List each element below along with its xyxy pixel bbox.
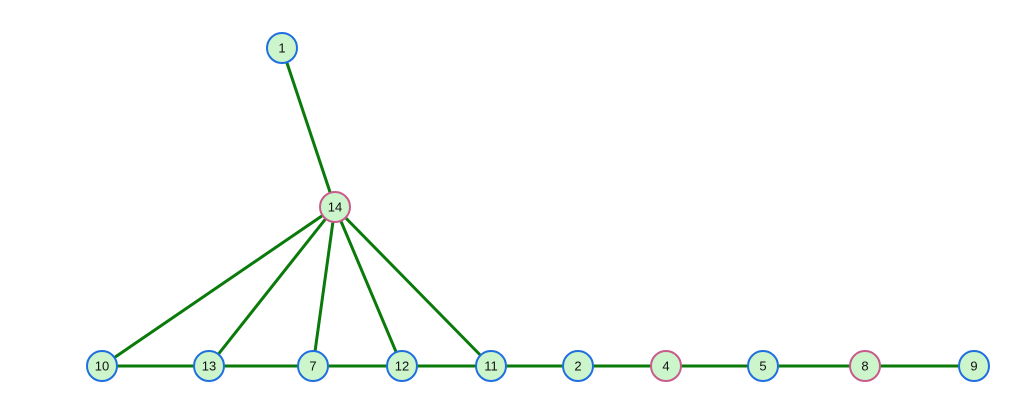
node-14[interactable]: 14	[319, 191, 351, 223]
node-circle[interactable]	[650, 350, 682, 382]
edge-14-7	[311, 206, 337, 367]
node-circle[interactable]	[266, 32, 298, 64]
node-circle[interactable]	[849, 350, 881, 382]
node-7[interactable]: 7	[297, 350, 329, 382]
node-circle[interactable]	[86, 350, 118, 382]
node-10[interactable]: 10	[86, 350, 118, 382]
node-circle[interactable]	[319, 191, 351, 223]
node-label: 10	[95, 359, 109, 374]
node-11[interactable]: 11	[475, 350, 507, 382]
node-circle[interactable]	[386, 350, 418, 382]
node-12[interactable]: 12	[386, 350, 418, 382]
edges-layer	[101, 47, 974, 368]
node-label: 13	[202, 359, 216, 374]
node-circle[interactable]	[475, 350, 507, 382]
node-circle[interactable]	[193, 350, 225, 382]
edge-14-13	[207, 206, 337, 367]
edge-1-14	[280, 47, 337, 208]
node-circle[interactable]	[297, 350, 329, 382]
node-label: 1	[278, 41, 285, 56]
node-8[interactable]: 8	[849, 350, 881, 382]
edge-14-10	[101, 205, 336, 368]
node-4[interactable]: 4	[650, 350, 682, 382]
edge-14-11	[333, 205, 493, 368]
node-label: 5	[759, 359, 766, 374]
node-13[interactable]: 13	[193, 350, 225, 382]
node-label: 12	[395, 359, 409, 374]
node-label: 2	[574, 359, 581, 374]
node-circle[interactable]	[747, 350, 779, 382]
node-1[interactable]: 1	[266, 32, 298, 64]
node-label: 7	[309, 359, 316, 374]
edge-14-12	[333, 206, 404, 367]
node-2[interactable]: 2	[562, 350, 594, 382]
nodes-layer: 1 14 10 13 7 12 11 2 4 5 8 9	[86, 32, 990, 382]
node-label: 4	[662, 359, 669, 374]
node-9[interactable]: 9	[958, 350, 990, 382]
node-label: 11	[484, 359, 498, 374]
node-5[interactable]: 5	[747, 350, 779, 382]
node-label: 8	[861, 359, 868, 374]
node-label: 9	[970, 359, 977, 374]
node-circle[interactable]	[562, 350, 594, 382]
node-label: 14	[328, 200, 342, 215]
node-circle[interactable]	[958, 350, 990, 382]
